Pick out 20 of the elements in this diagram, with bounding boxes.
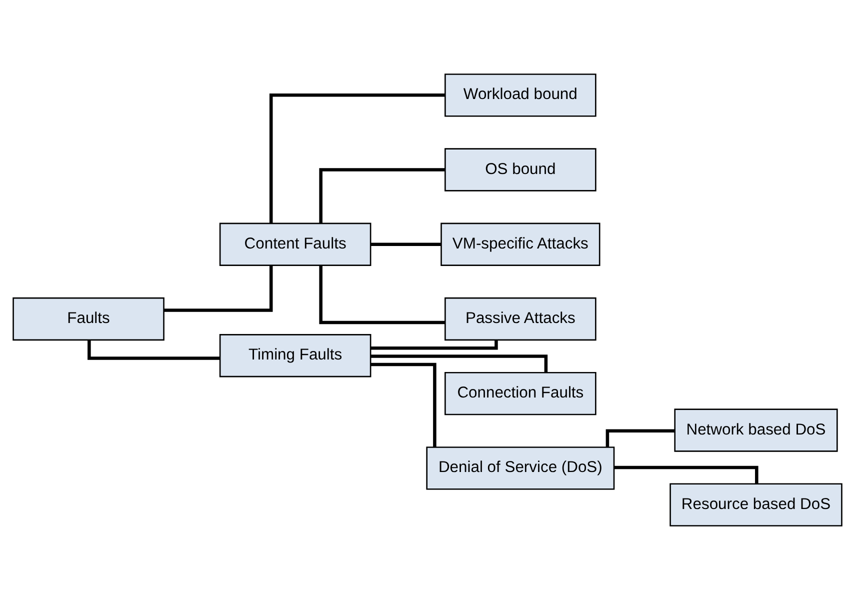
node-box: Faults	[12, 297, 164, 341]
node-box: Content Faults	[219, 222, 372, 266]
connector	[164, 266, 273, 312]
connector	[614, 466, 758, 484]
connector	[370, 242, 442, 246]
connector	[319, 266, 445, 324]
node-box: Connection Faults	[444, 372, 596, 416]
connector	[319, 168, 445, 224]
node-box: Network based DoS	[674, 408, 838, 452]
node-box: OS bound	[444, 148, 596, 192]
node-box: Timing Faults	[219, 334, 372, 378]
connector	[370, 340, 498, 350]
connector	[370, 362, 436, 448]
node-box: Workload bound	[444, 74, 596, 117]
node-box: Resource based DoS	[670, 483, 842, 526]
node-box: Denial of Service (DoS)	[426, 446, 615, 490]
connector	[269, 94, 445, 223]
connector	[606, 429, 675, 447]
node-box: Passive Attacks	[444, 297, 596, 341]
node-box: VM-specific Attacks	[440, 222, 600, 266]
